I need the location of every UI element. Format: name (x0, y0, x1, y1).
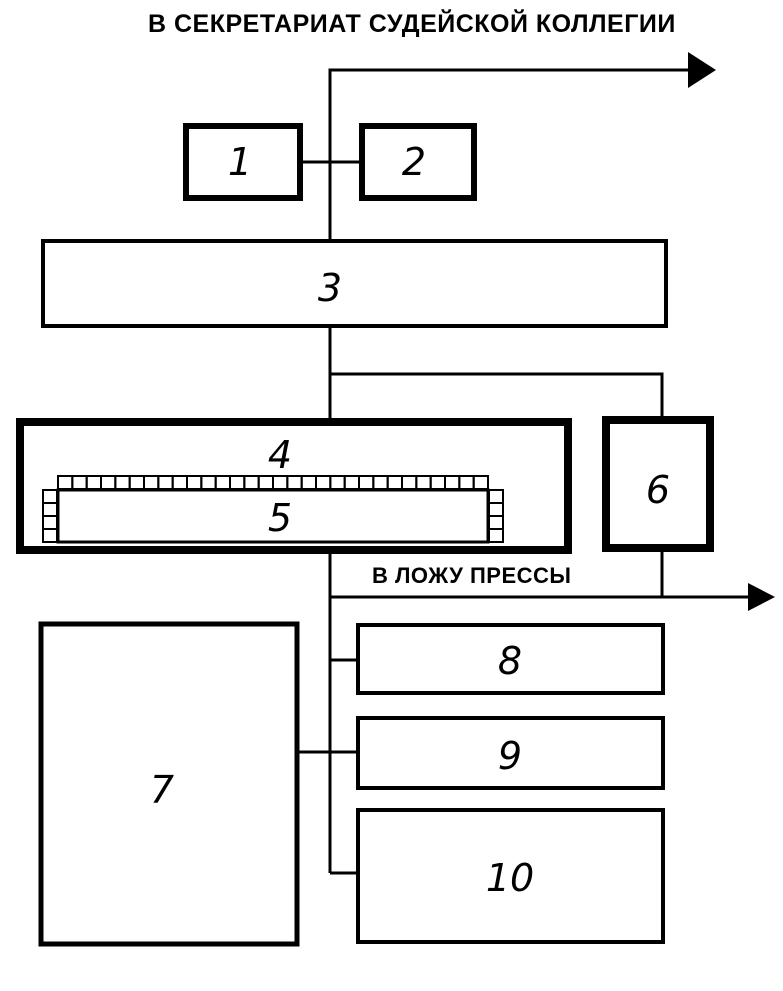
seat-cell (272, 475, 289, 490)
seat-cell (200, 475, 217, 490)
seat-cell (42, 528, 58, 543)
seat-cell (42, 502, 58, 517)
seat-cell (257, 475, 274, 490)
seat-cell (171, 475, 189, 490)
connection-lines (297, 68, 755, 875)
seat-cell (343, 475, 360, 490)
seat-cell (214, 475, 232, 490)
seat-cell (488, 528, 504, 543)
seat-cell (243, 475, 260, 490)
seat-cell (444, 475, 461, 490)
seat-cell (42, 515, 58, 530)
seat-cell (458, 475, 475, 490)
seat-cell (229, 475, 246, 490)
secretariat-destination-label: В СЕКРЕТАРИАТ СУДЕЙСКОЙ КОЛЛЕГИИ (148, 10, 676, 38)
seat-cell (42, 489, 58, 504)
seat-cell (315, 475, 332, 490)
seat-cell (488, 502, 504, 517)
seat-cell (488, 515, 504, 530)
block-7-label: 7 (149, 768, 175, 812)
seat-cell (85, 475, 102, 490)
block-3-box (41, 239, 668, 328)
seat-cell (401, 475, 418, 490)
seat-cell (71, 475, 88, 490)
block-10-label: 10 (485, 856, 535, 900)
arrow-up-destination-icon (688, 52, 716, 88)
seat-cell (472, 475, 489, 490)
seat-cell (429, 475, 446, 490)
seat-cell (157, 475, 174, 490)
seat-cell (488, 489, 504, 504)
block-4-box (16, 418, 572, 554)
seat-cell (128, 475, 146, 490)
seat-cell (372, 475, 389, 490)
seat-cell (100, 475, 117, 490)
seat-cell (114, 475, 131, 490)
seat-cell (300, 475, 317, 490)
block-6-box (602, 416, 714, 552)
block-2-label: 2 (401, 140, 427, 184)
block-5-label: 5 (267, 496, 293, 540)
seat-cell (358, 475, 375, 490)
block-8-label: 8 (497, 639, 523, 683)
seat-rows (42, 475, 504, 543)
block-3-label: 3 (317, 266, 343, 310)
press-box-destination-label: В ЛОЖУ ПРЕССЫ (372, 563, 572, 588)
block-7-box (38, 621, 300, 947)
seat-cell (286, 475, 303, 490)
seat-cell (415, 475, 432, 490)
seat-cell (329, 475, 346, 490)
seat-cell (143, 475, 160, 490)
arrow-press-destination-icon (748, 583, 775, 611)
seat-cell (57, 475, 74, 490)
block-4-label: 4 (267, 433, 293, 477)
block-9-label: 9 (497, 734, 523, 778)
seat-cell (386, 475, 403, 490)
block-10-box (356, 808, 665, 944)
block-1-label: 1 (227, 140, 253, 184)
seat-cell (186, 475, 203, 490)
block-6-label: 6 (645, 468, 671, 512)
